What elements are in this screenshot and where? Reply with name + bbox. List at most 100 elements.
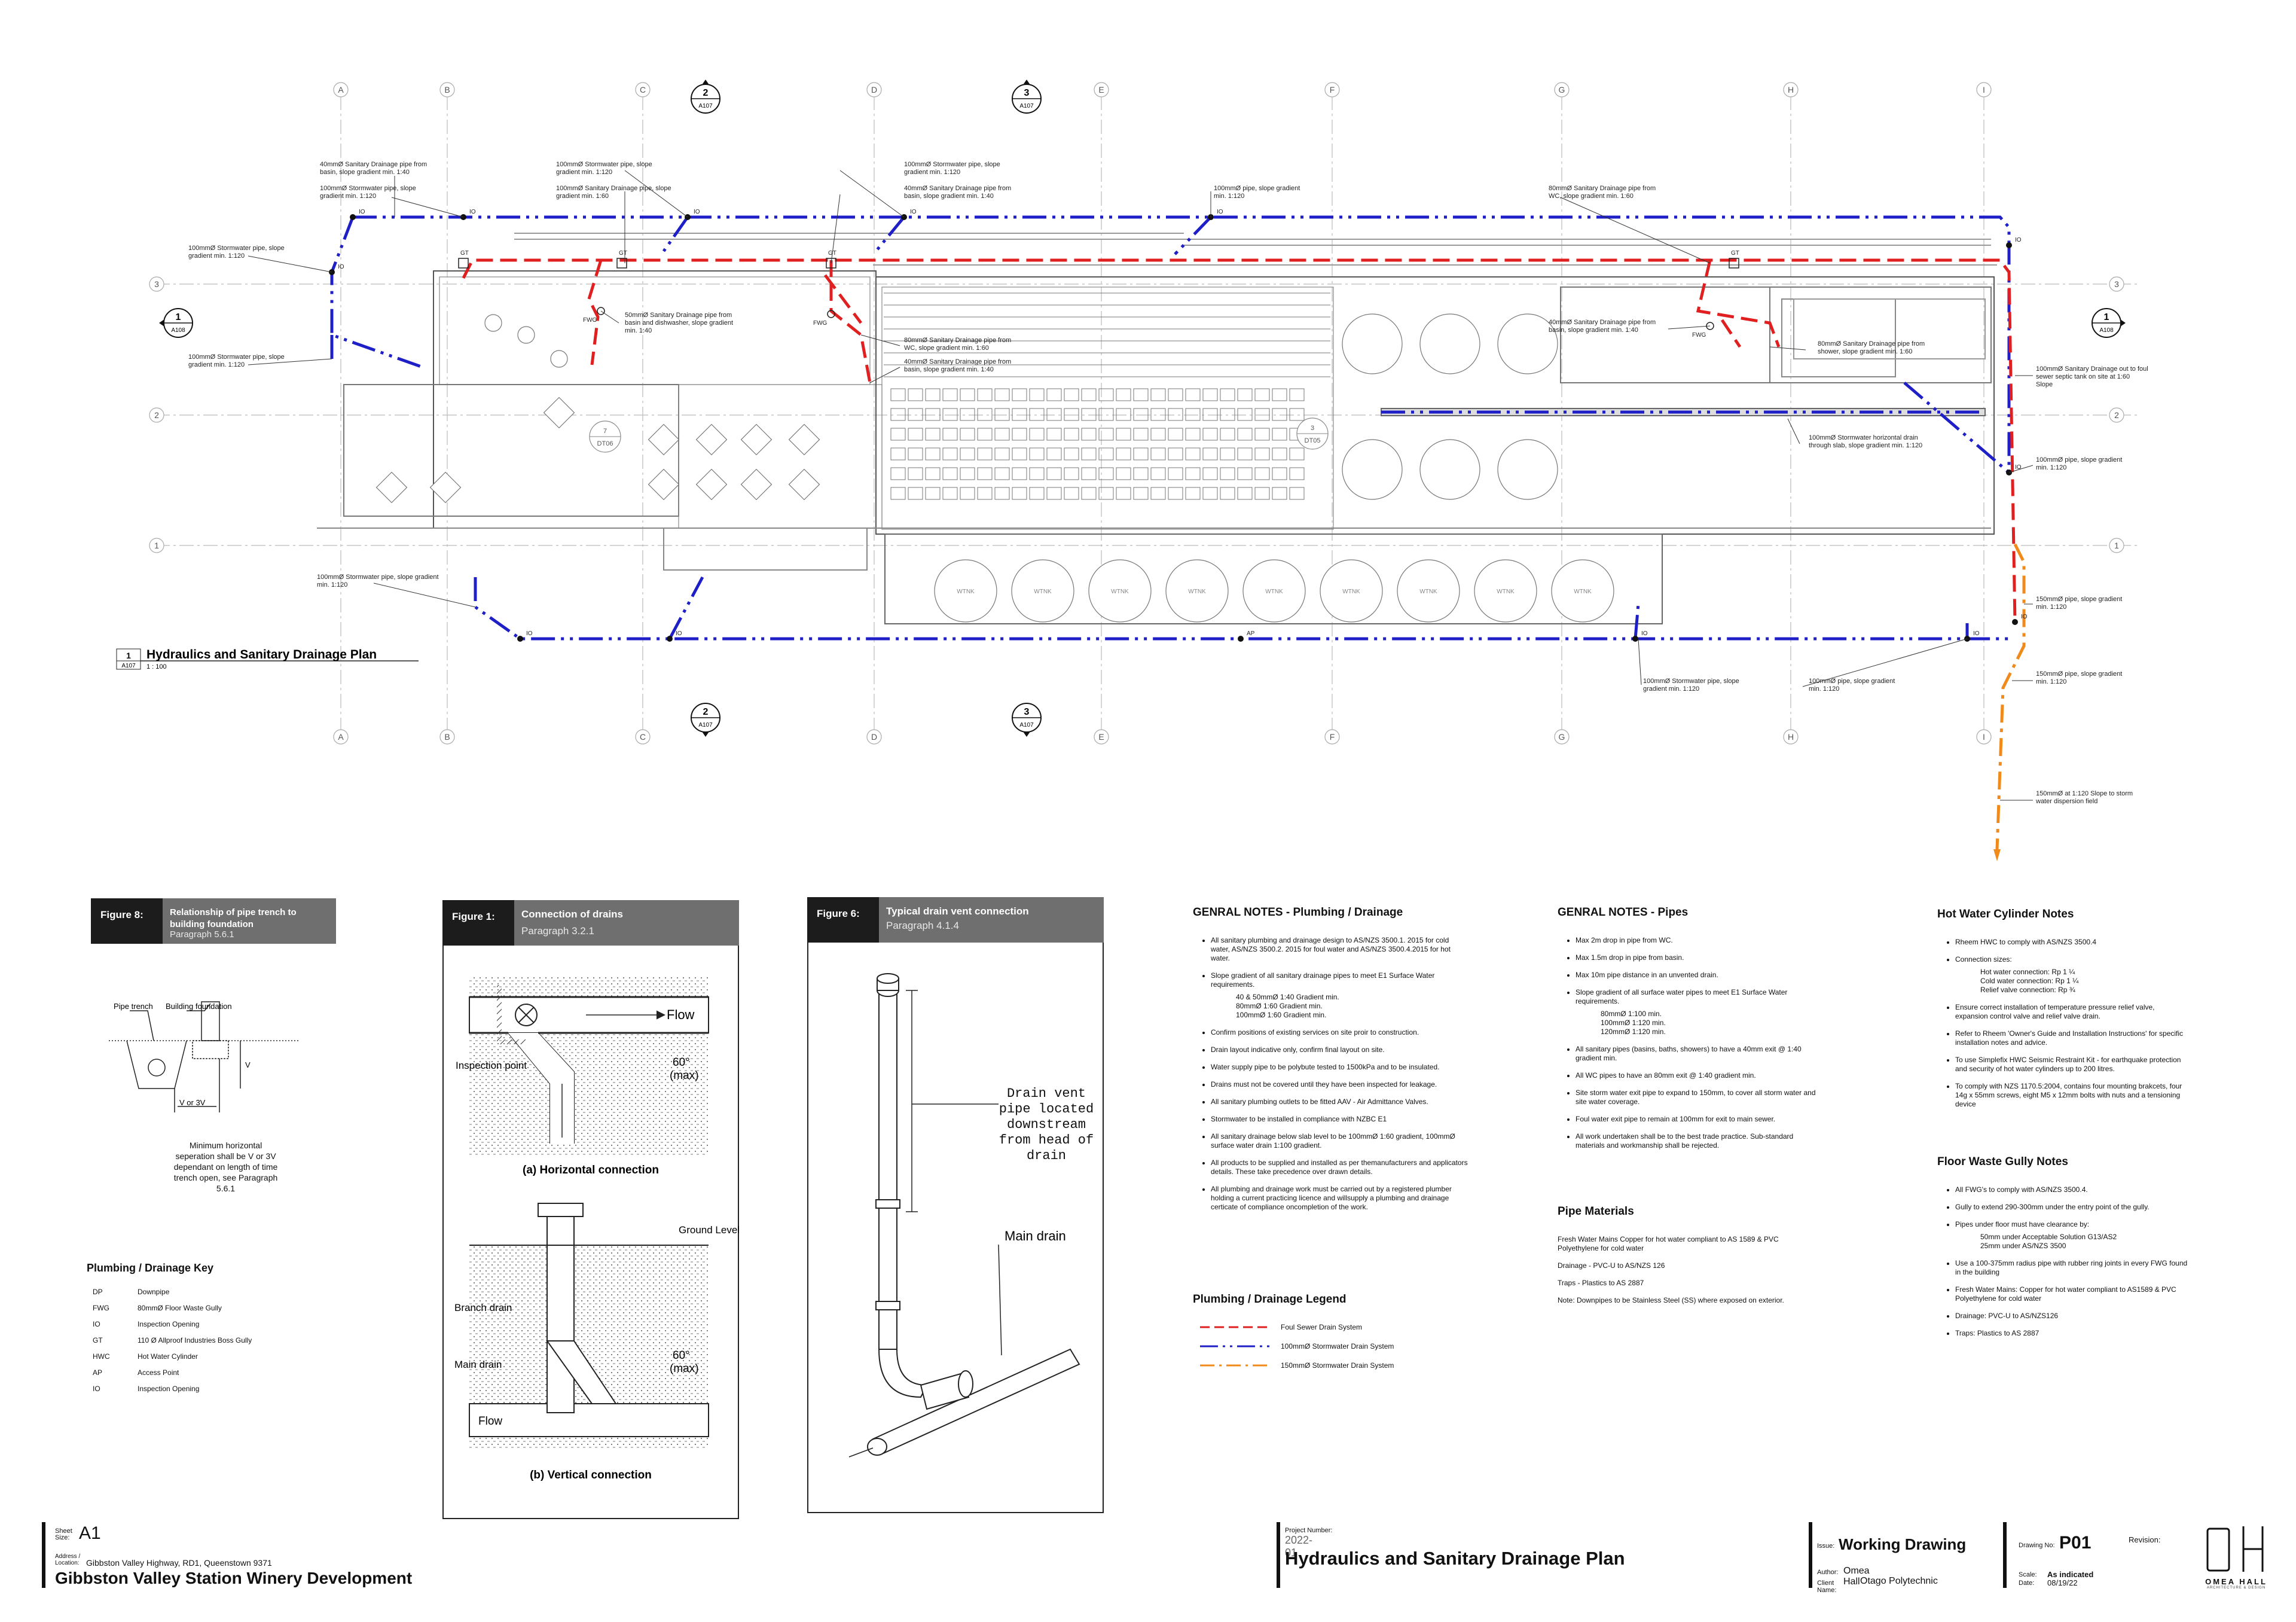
svg-text:C: C bbox=[640, 732, 646, 742]
note-text: Max 1.5m drop in pipe from basin. bbox=[1576, 953, 1684, 962]
gully-trap-marker: GT bbox=[1729, 250, 1739, 269]
key-code: FWG bbox=[93, 1304, 109, 1312]
gully-trap-marker: GT bbox=[458, 250, 469, 269]
tank-2: WTNK bbox=[1011, 559, 1074, 623]
grid-bubble-3: 3 bbox=[2109, 276, 2124, 292]
grid-bubble-I: I bbox=[1976, 82, 1992, 97]
note-text: All sanitary plumbing outlets to be fitt… bbox=[1211, 1097, 1428, 1106]
svg-text:A107: A107 bbox=[698, 722, 713, 728]
grid-bubble-B: B bbox=[439, 729, 455, 745]
svg-text:IO: IO bbox=[910, 209, 917, 215]
key-desc: 110 Ø Allproof Industries Boss Gully bbox=[138, 1336, 252, 1344]
svg-text:WTNK: WTNK bbox=[1419, 589, 1437, 595]
drawing-number-label: Drawing No: bbox=[2019, 1542, 2055, 1549]
svg-text:A108: A108 bbox=[171, 327, 185, 334]
fig1-ground-label: Ground Level bbox=[679, 1224, 739, 1236]
inspection-opening-marker: AP bbox=[1238, 630, 1255, 642]
note-text: All work undertaken shall be to the best… bbox=[1576, 1132, 1794, 1150]
client: Otago Polytechnic bbox=[1860, 1576, 1938, 1586]
note-item: All sanitary plumbing outlets to be fitt… bbox=[1211, 1097, 1468, 1106]
note-item: Slope gradient of all surface water pipe… bbox=[1576, 988, 1821, 1036]
note-item: All sanitary pipes (basins, baths, showe… bbox=[1576, 1045, 1821, 1063]
notes-plumbing-title: GENRAL NOTES - Plumbing / Drainage bbox=[1193, 906, 1403, 919]
note-text: All sanitary pipes (basins, baths, showe… bbox=[1576, 1045, 1802, 1062]
note-item: Stormwater to be installed in compliance… bbox=[1211, 1115, 1468, 1124]
figure-8-caption: Minimum horizontal seperation shall be V… bbox=[173, 1141, 278, 1193]
svg-text:WTNK: WTNK bbox=[1497, 589, 1515, 595]
fig1-branch-label: Branch drain bbox=[454, 1302, 512, 1313]
legend-title: Plumbing / Drainage Legend bbox=[1193, 1293, 1347, 1306]
note-text: Slope gradient of all sanitary drainage … bbox=[1211, 971, 1435, 989]
grid-bubble-A: A bbox=[333, 82, 349, 97]
key-code: IO bbox=[93, 1385, 100, 1393]
svg-text:IO: IO bbox=[338, 264, 344, 270]
svg-text:7: 7 bbox=[603, 428, 607, 435]
svg-text:WTNK: WTNK bbox=[1111, 589, 1129, 595]
notes-pipes-title: GENRAL NOTES - Pipes bbox=[1558, 906, 1689, 919]
foul-sewer-lines bbox=[462, 258, 2017, 623]
note-text: Connection sizes: bbox=[1955, 955, 2012, 964]
notes-pipes: GENRAL NOTES - Pipes Max 2m drop in pipe… bbox=[1558, 906, 1821, 1158]
note-item: Max 2m drop in pipe from WC. bbox=[1576, 936, 1821, 945]
note-item: Fresh Water Mains: Copper for hot water … bbox=[1955, 1285, 2188, 1303]
note-text: Drainage: PVC-U to AS/NZS126 bbox=[1955, 1312, 2059, 1320]
fig6-vent-label: Drain vent pipe located downstream from … bbox=[999, 1086, 1094, 1163]
scale: As indicated bbox=[2047, 1570, 2094, 1579]
fig1-inspection-label: Inspection point bbox=[456, 1060, 527, 1071]
note-text: All plumbing and drainage work must be c… bbox=[1211, 1185, 1452, 1211]
fig1-60-label-b: 60° bbox=[673, 1349, 690, 1362]
project-number-label: Project Number: bbox=[1285, 1527, 1333, 1534]
svg-text:1: 1 bbox=[154, 541, 159, 550]
note-text: Pipes under floor must have clearance by… bbox=[1955, 1220, 2090, 1228]
fig1-main-label: Main drain bbox=[454, 1359, 502, 1370]
figure-8-paragraph: Paragraph 5.6.1 bbox=[170, 929, 234, 940]
svg-text:2: 2 bbox=[703, 88, 709, 98]
note-item: All FWG's to comply with AS/NZS 3500.4. bbox=[1955, 1185, 2188, 1194]
note-text: Fresh Water Mains: Copper for hot water … bbox=[1955, 1285, 2176, 1303]
figure-1-label: Figure 1: bbox=[442, 900, 514, 946]
grid-bubble-E: E bbox=[1094, 82, 1109, 97]
note-text: All sanitary drainage below slab level t… bbox=[1211, 1132, 1455, 1150]
grid-bubble-F: F bbox=[1324, 82, 1340, 97]
building-walls bbox=[317, 233, 1997, 624]
author: Omea Hall bbox=[1843, 1566, 1870, 1587]
revision-label: Revision: bbox=[2129, 1535, 2161, 1544]
hwc-notes: Hot Water Cylinder Notes Rheem HWC to co… bbox=[1937, 908, 2188, 1117]
project-number: 2022-01 bbox=[1285, 1534, 1313, 1559]
project-name: Gibbston Valley Station Winery Developme… bbox=[55, 1569, 413, 1587]
svg-text:IO: IO bbox=[2021, 614, 2028, 620]
legend-label: Foul Sewer Drain System bbox=[1281, 1323, 1363, 1331]
key-code: AP bbox=[93, 1368, 103, 1377]
svg-text:I: I bbox=[1983, 85, 1985, 94]
stormwater-150-lines bbox=[1995, 543, 2026, 850]
svg-text:1: 1 bbox=[2104, 312, 2109, 322]
figure-6-header: Figure 6: Typical drain vent connection … bbox=[807, 897, 1104, 943]
note-text: Use a 100-375mm radius pipe with rubber … bbox=[1955, 1259, 2188, 1276]
inspection-opening-marker: IO bbox=[350, 209, 365, 220]
svg-text:A: A bbox=[338, 732, 344, 742]
material-line: Traps - Plastics to AS 2887 bbox=[1558, 1279, 1644, 1287]
tank-1: WTNK bbox=[934, 559, 997, 623]
note-item: All sanitary plumbing and drainage desig… bbox=[1211, 936, 1468, 963]
legend-swatch bbox=[1200, 1326, 1272, 1328]
note-item: Rheem HWC to comply with AS/NZS 3500.4 bbox=[1955, 938, 2188, 947]
fig1-caption-b: (b) Vertical connection bbox=[530, 1469, 652, 1481]
svg-text:A107: A107 bbox=[1019, 722, 1034, 728]
logo-text: OMEA HALL bbox=[2205, 1577, 2267, 1586]
legend-row: Foul Sewer Drain System bbox=[1193, 1323, 1468, 1331]
svg-text:A107: A107 bbox=[698, 103, 713, 109]
svg-text:GT: GT bbox=[1731, 250, 1739, 257]
tank-4: WTNK bbox=[1165, 559, 1229, 623]
svg-text:FWG: FWG bbox=[813, 320, 828, 327]
figure-8-title: Relationship of pipe trench to building … bbox=[170, 907, 297, 929]
